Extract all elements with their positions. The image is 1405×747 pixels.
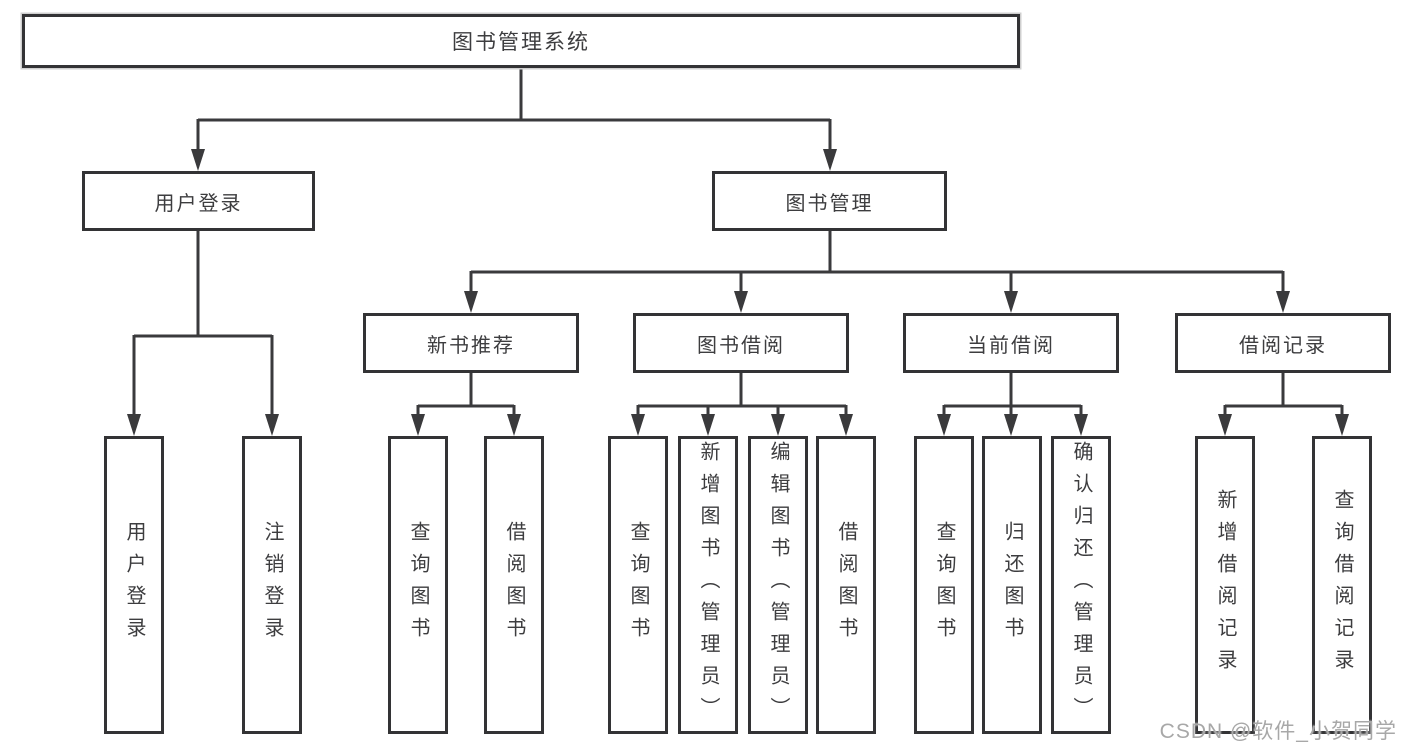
- leaf-add-book-admin: 新增图书（管理员）: [678, 436, 738, 734]
- leaf-add-borrow-record: 新增借阅记录: [1195, 436, 1255, 734]
- csdn-watermark: CSDN @软件_小贺同学: [1159, 720, 1397, 743]
- leaf-label: 确认归还（管理员）: [1070, 441, 1092, 729]
- arrowheads-leaves: [127, 414, 1349, 436]
- leaf-borrow-books: 借阅图书: [816, 436, 876, 734]
- node-new-book-recommendation: 新书推荐: [363, 313, 579, 373]
- leaf-borrow-books-recommend: 借阅图书: [484, 436, 544, 734]
- leaf-logout: 注销登录: [242, 436, 302, 734]
- node-label: 图书管理: [785, 192, 874, 215]
- leaf-label: 新增图书（管理员）: [697, 441, 719, 729]
- leaf-label: 注销登录: [261, 521, 283, 649]
- node-book-management: 图书管理: [712, 171, 947, 231]
- leaf-label: 编辑图书（管理员）: [767, 441, 789, 729]
- leaf-query-borrow-record: 查询借阅记录: [1312, 436, 1372, 734]
- leaf-query-books-current: 查询图书: [914, 436, 974, 734]
- leaf-label: 查询借阅记录: [1331, 489, 1353, 681]
- node-label: 用户登录: [154, 192, 243, 215]
- leaf-label: 查询图书: [627, 521, 649, 649]
- node-label: 图书管理系统: [452, 31, 590, 54]
- arrowheads-level3: [464, 291, 1290, 313]
- node-label: 借阅记录: [1239, 334, 1327, 357]
- leaf-label: 用户登录: [123, 521, 145, 649]
- node-label: 新书推荐: [427, 334, 515, 357]
- node-library-management-system: 图书管理系统: [22, 14, 1020, 68]
- leaf-user-login: 用户登录: [104, 436, 164, 734]
- leaf-confirm-return-admin: 确认归还（管理员）: [1051, 436, 1111, 734]
- leaf-label: 借阅图书: [835, 521, 857, 649]
- leaf-label: 查询图书: [407, 521, 429, 649]
- arrowheads-level2: [191, 149, 837, 171]
- leaf-label: 归还图书: [1001, 521, 1023, 649]
- node-borrowing-records: 借阅记录: [1175, 313, 1391, 373]
- leaf-query-books-recommend: 查询图书: [388, 436, 448, 734]
- leaf-query-books-borrow: 查询图书: [608, 436, 668, 734]
- node-book-borrowing: 图书借阅: [633, 313, 849, 373]
- node-current-borrowing: 当前借阅: [903, 313, 1119, 373]
- leaf-return-book: 归还图书: [982, 436, 1042, 734]
- node-label: 图书借阅: [697, 334, 785, 357]
- leaf-label: 新增借阅记录: [1214, 489, 1236, 681]
- node-user-login: 用户登录: [82, 171, 315, 231]
- leaf-edit-book-admin: 编辑图书（管理员）: [748, 436, 808, 734]
- leaf-label: 查询图书: [933, 521, 955, 649]
- leaf-label: 借阅图书: [503, 521, 525, 649]
- node-label: 当前借阅: [967, 334, 1055, 357]
